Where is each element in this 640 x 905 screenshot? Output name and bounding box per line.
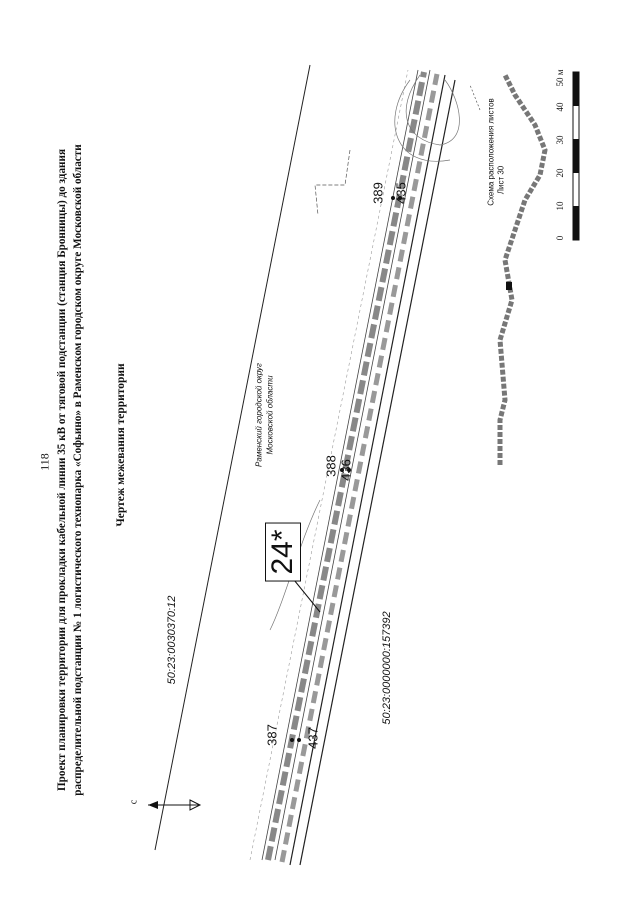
legend-title: Схема расположения листов (486, 98, 496, 206)
red-line (299, 79, 456, 866)
legend-sheet: Лист 30 (496, 165, 506, 195)
point-label: 435 (393, 182, 409, 204)
cadastral-number-bottom: 50:23:0000000:157392 (381, 611, 393, 725)
building-outline (314, 149, 351, 216)
contour-line (249, 69, 409, 861)
scale-tick: 50 м (555, 69, 565, 87)
scale-tick: 0 (555, 235, 565, 241)
parcel-line (289, 74, 446, 866)
point-label: 436 (338, 459, 354, 481)
district-label-2: Московской области (265, 375, 275, 455)
north-label: с (128, 799, 140, 805)
point-label: 387 (264, 724, 280, 746)
cable-route (265, 71, 427, 861)
current-sheet-marker (506, 282, 512, 290)
parcel-boundary-top (154, 64, 311, 851)
contour-line (394, 79, 451, 162)
scale-tick: 30 (555, 135, 565, 145)
sheet-layout-scheme (497, 73, 548, 465)
plot-label: 24* (265, 522, 301, 582)
scale-tick: 10 (555, 201, 565, 211)
parcel-line (274, 69, 431, 861)
contour-line (405, 74, 460, 146)
point-label: 389 (370, 182, 386, 204)
point-label: 388 (323, 455, 339, 477)
scale-tick: 20 (555, 168, 565, 178)
cable-route-2 (279, 73, 440, 863)
district-label-1: Раменский городской округ (254, 363, 264, 467)
parcel-line (261, 69, 419, 861)
point-label: 437 (305, 727, 321, 749)
scale-tick: 40 (555, 102, 565, 112)
cadastral-number-top: 50:23:0030370:12 (166, 595, 178, 685)
